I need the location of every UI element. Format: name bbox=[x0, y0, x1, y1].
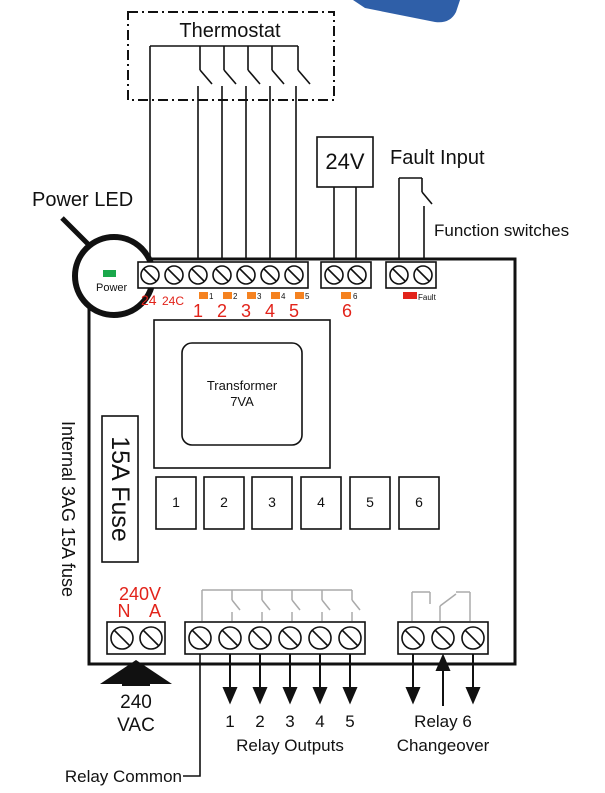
channel-number-6: 6 bbox=[342, 301, 352, 321]
relay6-changeover-label: Changeover bbox=[397, 736, 490, 755]
channel-led-6 bbox=[341, 292, 351, 299]
relay-output-number-2: 2 bbox=[255, 712, 264, 731]
terminal-24-label: 24 bbox=[141, 292, 157, 308]
fault-led-label: Fault bbox=[418, 293, 437, 302]
relay-label-4: 4 bbox=[317, 494, 325, 510]
thermostat-label: Thermostat bbox=[179, 20, 281, 42]
bottom-terminal-block bbox=[106, 621, 489, 655]
function-switches-label: Function switches bbox=[434, 221, 569, 240]
vac-label-line1: 240 bbox=[120, 692, 152, 713]
channel-number-4: 4 bbox=[265, 301, 275, 321]
mains-a-label: A bbox=[149, 601, 161, 621]
supply-24v-wires bbox=[333, 187, 357, 262]
relay-common-label: Relay Common bbox=[65, 767, 182, 786]
relay-output-number-4: 4 bbox=[315, 712, 324, 731]
blue-device-corner bbox=[353, 0, 460, 23]
relay-outputs-label: Relay Outputs bbox=[236, 736, 344, 755]
relay-6 bbox=[398, 476, 440, 530]
channel-led-5 bbox=[295, 292, 304, 299]
relay-output-number-3: 3 bbox=[285, 712, 294, 731]
channel-number-2: 2 bbox=[217, 301, 227, 321]
relay-label-6: 6 bbox=[415, 494, 423, 510]
relay-label-2: 2 bbox=[220, 494, 228, 510]
power-led-board-label: Power bbox=[96, 282, 128, 294]
fault-input-wiring bbox=[398, 177, 433, 262]
mains-n-label: N bbox=[118, 601, 131, 621]
led-small-label-6: 6 bbox=[353, 292, 358, 301]
top-terminal-block bbox=[137, 261, 437, 289]
fuse-box-label: 15A Fuse bbox=[106, 436, 134, 542]
relay-common-leader bbox=[183, 654, 201, 777]
relay-label-5: 5 bbox=[366, 494, 374, 510]
internal-fuse-label: Internal 3AG 15A fuse bbox=[58, 421, 78, 597]
fault-input-label: Fault Input bbox=[390, 147, 485, 169]
relay6-label: Relay 6 bbox=[414, 712, 472, 731]
channel-led-1 bbox=[199, 292, 208, 299]
power-led-callout: Power LED bbox=[32, 189, 133, 211]
relay-3 bbox=[251, 476, 293, 530]
transformer-label: Transformer bbox=[207, 378, 278, 393]
relay-output-number-5: 5 bbox=[345, 712, 354, 731]
relay-bank bbox=[155, 476, 440, 530]
led-small-label-5: 5 bbox=[305, 292, 310, 301]
relay-4 bbox=[300, 476, 342, 530]
relay-contact-wiring bbox=[201, 589, 471, 621]
mains-input-arrow bbox=[100, 660, 172, 684]
supply-24v-label: 24V bbox=[325, 149, 364, 174]
relay-1 bbox=[155, 476, 197, 530]
power-led bbox=[103, 270, 116, 277]
channel-led-3 bbox=[247, 292, 256, 299]
relay-label-3: 3 bbox=[268, 494, 276, 510]
led-small-label-1: 1 bbox=[209, 292, 214, 301]
channel-led-4 bbox=[271, 292, 280, 299]
led-small-label-2: 2 bbox=[233, 292, 238, 301]
channel-number-1: 1 bbox=[193, 301, 203, 321]
fuse-box bbox=[101, 415, 139, 563]
channel-number-3: 3 bbox=[241, 301, 251, 321]
terminal-24c-label: 24C bbox=[162, 294, 184, 308]
mains-voltage-label: 240V bbox=[119, 584, 161, 604]
relay-5 bbox=[349, 476, 391, 530]
channel-led-2 bbox=[223, 292, 232, 299]
channel-number-5: 5 bbox=[289, 301, 299, 321]
relay-2 bbox=[203, 476, 245, 530]
thermostat-box bbox=[127, 11, 335, 101]
relay-output-arrows bbox=[222, 653, 481, 706]
relay-label-1: 1 bbox=[172, 494, 180, 510]
supply-24v-box bbox=[316, 136, 374, 188]
vac-label-line2: VAC bbox=[117, 715, 155, 736]
thermostat-wiring bbox=[149, 45, 311, 262]
led-small-label-3: 3 bbox=[257, 292, 262, 301]
transformer-rating: 7VA bbox=[230, 394, 254, 409]
led-small-label-4: 4 bbox=[281, 292, 286, 301]
channel-leds bbox=[199, 292, 417, 299]
transformer-core bbox=[181, 342, 303, 446]
fault-led bbox=[403, 292, 417, 299]
relay-output-number-1: 1 bbox=[225, 712, 234, 731]
